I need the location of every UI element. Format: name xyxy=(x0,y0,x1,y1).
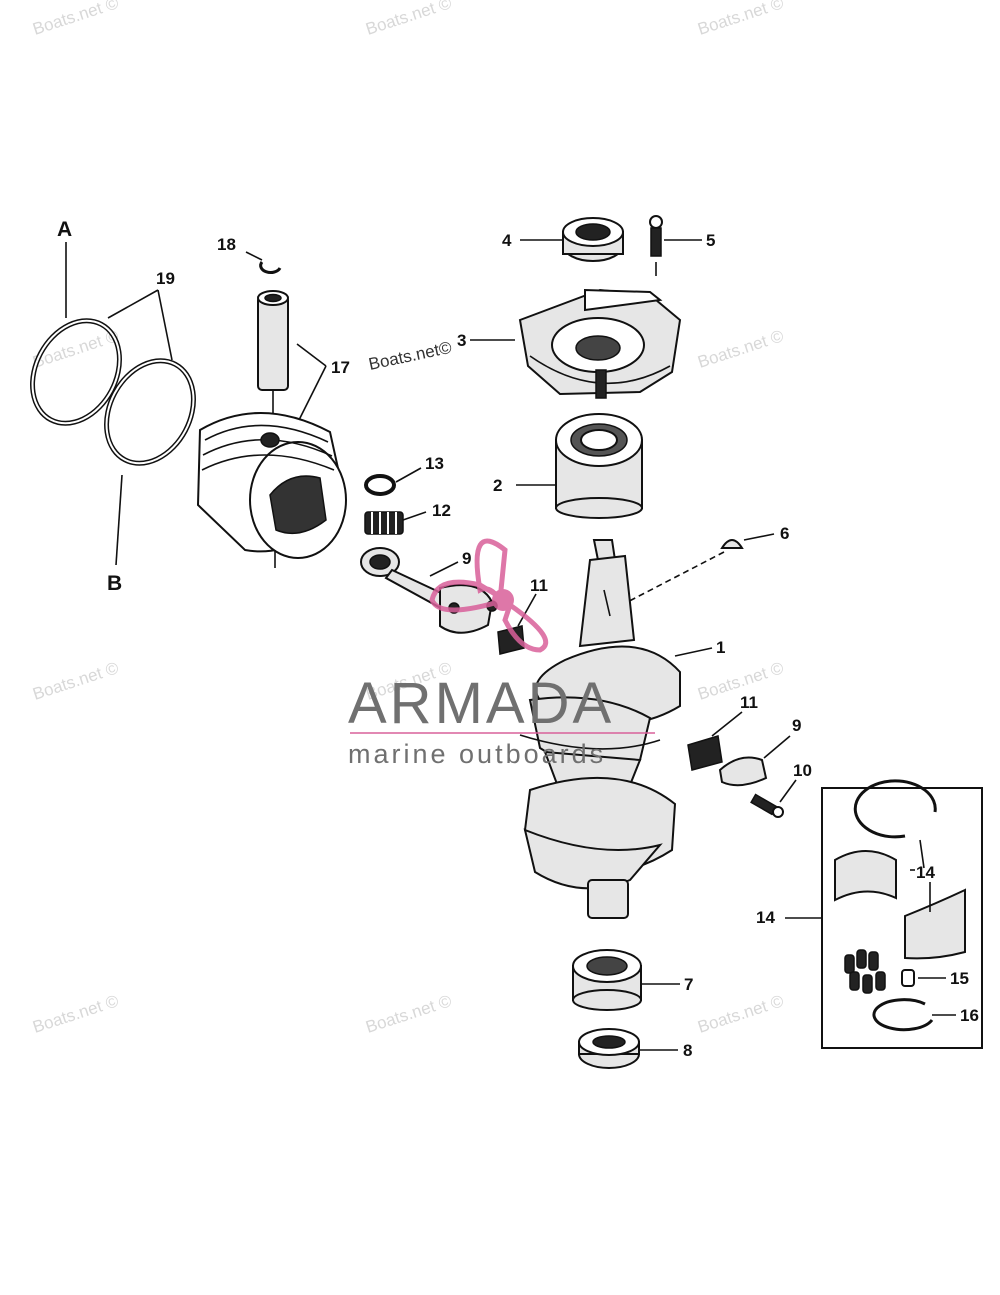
callout-5: 5 xyxy=(706,231,715,250)
callout-18: 18 xyxy=(217,235,236,254)
connecting-rod-cap xyxy=(718,756,768,787)
callout-16: 16 xyxy=(960,1006,979,1025)
ring-label-b: B xyxy=(107,572,122,595)
crankshaft xyxy=(519,539,681,919)
callout-1: 1 xyxy=(716,638,725,657)
callout-9-cap: 9 xyxy=(792,716,801,735)
rod-cap-screw xyxy=(750,793,784,818)
woodruff-key xyxy=(720,539,744,549)
callout-17: 17 xyxy=(331,358,350,377)
callout-7: 7 xyxy=(684,975,693,994)
watermark-text: Boats.net © xyxy=(30,0,121,39)
watermark-text: Boats.net © xyxy=(695,326,786,372)
loose-needle-bearings xyxy=(844,949,886,994)
needle-bearing-kit-box xyxy=(821,779,983,1049)
brand-name: ARMADA xyxy=(348,671,614,736)
watermark-text: Boats.net © xyxy=(30,991,121,1037)
callout-10: 10 xyxy=(793,761,812,780)
oil-seal-lower xyxy=(578,1028,640,1069)
watermark-text: Boats.net © xyxy=(30,658,121,704)
rod-needle-bearing-right xyxy=(687,735,723,771)
callout-11-left: 11 xyxy=(530,576,548,595)
upper-main-bearing xyxy=(555,413,643,519)
callout-3: 3 xyxy=(457,331,466,350)
callout-14: 14 xyxy=(756,908,775,927)
callout-13: 13 xyxy=(425,454,444,473)
upper-bearing-housing xyxy=(518,288,682,399)
watermark-text: Boats.net © xyxy=(363,991,454,1037)
ring-label-a: A xyxy=(57,218,72,241)
callout-19: 19 xyxy=(156,269,175,288)
watermark-text: Boats.net © xyxy=(695,991,786,1037)
callout-14-box: 14 xyxy=(916,863,935,882)
lower-roller-bearing xyxy=(572,949,642,1011)
piston-ring-b xyxy=(104,358,196,466)
piston-pin-retainer xyxy=(259,261,282,274)
watermark-text: Boats.net © xyxy=(363,0,454,39)
thrust-washer xyxy=(364,474,396,496)
wrist-pin-needle-bearing xyxy=(364,511,404,535)
piston xyxy=(196,412,347,559)
propeller-logo-icon xyxy=(429,538,549,653)
piston-ring-a xyxy=(30,318,122,426)
retainer-screw xyxy=(649,215,663,276)
watermark-inline: Boats.net© xyxy=(367,338,454,374)
oil-seal-upper xyxy=(562,217,624,262)
callout-12: 12 xyxy=(432,501,451,520)
callout-8: 8 xyxy=(683,1041,692,1060)
watermark-text: Boats.net © xyxy=(695,0,786,39)
brand-tagline: marine outboards xyxy=(348,739,606,769)
piston-pin xyxy=(257,290,289,391)
callout-11-right: 11 xyxy=(740,693,758,712)
armada-logo: ARMADA marine outboards xyxy=(348,538,655,769)
callout-2: 2 xyxy=(493,476,502,495)
callout-4: 4 xyxy=(502,231,512,250)
callout-15: 15 xyxy=(950,969,969,988)
rod-needle-bearing-left xyxy=(497,625,525,655)
callout-9-rod: 9 xyxy=(462,549,471,568)
callout-6: 6 xyxy=(780,524,789,543)
